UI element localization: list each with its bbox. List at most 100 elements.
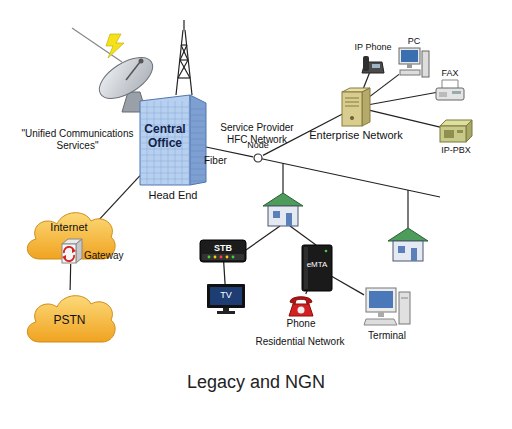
node-text: Head End [130,189,216,202]
gateway-icon-shape [60,236,82,264]
node-text: Central Office [140,123,190,151]
pc-icon-shape [399,48,420,64]
pc-icon-shape [401,50,418,62]
ip-pbx-icon: IP-PBX [440,120,472,142]
enterprise-server-shape [350,116,354,120]
house [268,206,298,226]
central-office-building-shape [191,175,205,176]
ip-phone-icon-shape [372,64,380,68]
central-office-building-shape [191,157,205,158]
connector-line [332,277,364,295]
radio-tower [176,20,192,95]
connector-line [370,93,436,105]
house [411,248,417,261]
ip-phone-icon-shape [363,56,369,71]
gateway-icon-shape [62,255,66,260]
node-text: TV [207,290,245,300]
house [263,193,303,206]
node-text: Gateway [84,250,134,262]
central-office-building-shape [191,115,205,116]
house [263,193,303,226]
text-label: Service Provider HFC Network [212,122,302,145]
house [286,213,292,226]
enterprise-server-shape [345,98,359,99]
fax-icon: FAX [436,80,464,100]
fax-icon-shape [436,88,464,100]
radio-tower [181,45,188,60]
set-top-box-shape [200,240,246,262]
central-office-building-shape [191,139,205,140]
central-office-building-shape [191,127,205,128]
central-office-building-shape [189,101,190,185]
radio-tower [180,60,190,78]
hfc-cable [246,158,440,250]
radio-tower [180,59,188,60]
phone-icon-shape [289,304,313,316]
central-office-building-shape [191,121,205,122]
phone-icon-shape [298,307,305,314]
gateway-icon: Gateway [60,236,82,264]
set-top-box-shape [202,254,244,260]
text-label: Residential Network [250,336,350,348]
pc-icon-shape [422,51,429,77]
terminal-icon: Terminal [364,288,410,328]
enterprise-server: Enterprise Network [342,88,370,126]
node-text: IP Phone [348,42,398,52]
pc-icon-shape [399,48,429,78]
node-text: STB [200,243,246,253]
central-office-building-shape [191,151,205,152]
enterprise-server-shape [342,88,370,126]
connector-line [370,74,399,96]
set-top-box-shape [208,256,211,259]
ip-pbx-icon-shape [440,126,466,142]
lightning-bolt [106,34,124,58]
set-top-box-shape [232,256,235,259]
gateway-icon-shape [62,244,76,263]
fax-icon-shape [452,91,461,94]
satellite-dish [93,49,160,106]
set-top-box-shape [214,256,217,259]
house [398,246,405,253]
node-text: Phone [276,318,326,330]
pstn-cloud: PSTN [22,290,117,345]
radio-tower [178,77,190,78]
pc-icon-shape [407,64,412,68]
tv-icon: TV [207,284,245,314]
house [388,228,428,241]
central-office-building-shape [191,169,205,170]
radio-tower [181,44,187,45]
phone-icon: Phone [289,294,313,316]
ip-pbx-icon-shape [440,120,472,142]
enterprise-server-shape [345,106,359,107]
house [393,241,423,261]
central-office-building-shape [140,95,190,185]
fax-icon-shape [439,92,447,97]
node-text: eMTA [302,260,332,269]
node-text: Terminal [354,330,420,342]
diagram-caption: Legacy and NGN [0,372,512,393]
central-office-building-shape [191,181,205,182]
radio-tower [178,60,188,78]
set-top-box-shape [220,256,223,259]
gateway-icon-shape [72,248,76,253]
pstn-cloud-shape [27,296,115,342]
node-text: PSTN [42,314,97,328]
terminal-icon-shape [369,291,393,308]
hfc-cable [258,158,440,197]
tv-icon-shape [223,308,229,311]
set-top-box: STB [200,240,246,262]
hfc-cable [246,226,280,250]
emta-box-shape [325,250,328,253]
enterprise-server-shape [362,88,370,126]
central-office-building: Central OfficeHead End [140,95,206,185]
enterprise-server-shape [345,102,359,103]
central-office-building-shape [191,133,205,134]
satellite-dish [126,62,140,80]
terminal-icon-shape [364,319,397,325]
hfc-cable [407,190,408,229]
central-office-building-shape [191,109,205,110]
pc-icon: PC [399,48,429,78]
terminal-icon-shape [399,292,410,324]
pc-icon-shape [400,70,420,75]
